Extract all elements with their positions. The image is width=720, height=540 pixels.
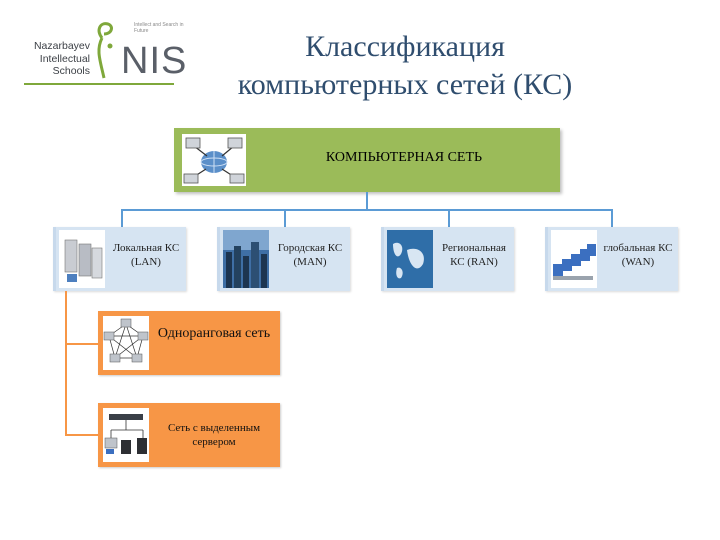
- computers-row-icon: [551, 230, 597, 288]
- world-map-icon: [387, 230, 433, 288]
- card-server-network-label: Сеть с выделенным сервером: [152, 421, 276, 449]
- title-line-1: Классификация: [180, 28, 630, 66]
- connector-wan: [611, 209, 613, 227]
- nis-logo: Nazarbayev Intellectual Schools Intellec…: [24, 18, 174, 88]
- connector-root-down: [366, 192, 368, 210]
- logo-mark: NIS: [121, 40, 187, 83]
- leaf-icon: [90, 20, 118, 80]
- logo-line-3: Schools: [24, 65, 90, 78]
- root-node: КОМПЬЮТЕРНАЯ СЕТЬ: [174, 128, 560, 192]
- logo-underline: [24, 83, 174, 85]
- logo-line-1: Nazarbayev: [24, 40, 90, 53]
- connector-man: [284, 209, 286, 227]
- title-line-2: компьютерных сетей (КС): [180, 66, 630, 104]
- card-wan-label: глобальная КС (WAN): [598, 241, 678, 269]
- card-peer-network-label: Одноранговая сеть: [152, 325, 276, 343]
- slide-title: Классификация компьютерных сетей (КС): [180, 28, 630, 104]
- logo-line-2: Intellectual: [24, 53, 90, 66]
- connector-horizontal: [121, 209, 613, 211]
- card-ran: Региональная КС (RAN): [381, 227, 514, 291]
- network-globe-icon: [182, 134, 246, 186]
- connector-lan-sub-vertical: [65, 291, 67, 436]
- card-lan-label: Локальная КС (LAN): [106, 241, 186, 269]
- card-server-network: Сеть с выделенным сервером: [98, 403, 280, 467]
- connector-lan-sub-2: [65, 434, 98, 436]
- peer-network-icon: [103, 316, 149, 370]
- city-icon: [223, 230, 269, 288]
- logo-school-name: Nazarbayev Intellectual Schools: [24, 40, 90, 78]
- card-peer-network: Одноранговая сеть: [98, 311, 280, 375]
- card-lan: Локальная КС (LAN): [53, 227, 186, 291]
- card-wan: глобальная КС (WAN): [545, 227, 678, 291]
- server-network-icon: [103, 408, 149, 462]
- connector-lan-sub-1: [65, 343, 98, 345]
- root-label: КОМПЬЮТЕРНАЯ СЕТЬ: [254, 150, 554, 166]
- card-man: Городская КС (MAN): [217, 227, 350, 291]
- connector-lan: [121, 209, 123, 227]
- servers-icon: [59, 230, 105, 288]
- card-ran-label: Региональная КС (RAN): [434, 241, 514, 269]
- connector-ran: [448, 209, 450, 227]
- card-man-label: Городская КС (MAN): [270, 241, 350, 269]
